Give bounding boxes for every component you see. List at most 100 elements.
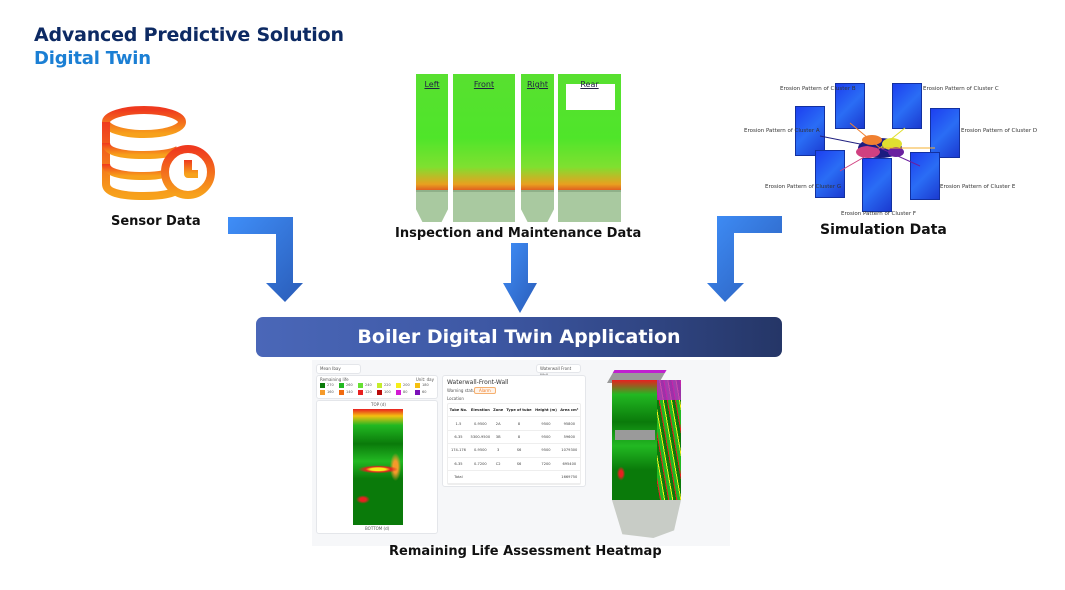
cluster-g-block [815,150,845,198]
table-cell: 9500 [533,416,559,431]
arrow-inspection [503,243,537,313]
column-header: Elevation [468,404,492,418]
simulation-data-caption: Simulation Data [820,222,947,238]
cluster-e-block [910,152,940,200]
legend-item: 220 [377,382,396,389]
legend-item: 80 [396,389,415,396]
table-cell: 8 [504,430,534,445]
table-cell: 9500 [533,443,559,458]
cluster-f-block [862,158,892,212]
legend-swatch [358,382,363,388]
table-cell: 0-9500 [468,416,492,431]
legend-swatch [320,389,325,395]
column-header: Area cm² [558,404,580,418]
column-header: Type of tube [504,404,534,418]
legend-swatch [339,382,344,388]
legend-swatch [415,389,420,395]
table-cell: 2A [491,416,505,431]
legend-item: 60 [415,389,434,396]
legend-item: 270 [320,382,339,389]
table-cell: 59600 [558,430,580,445]
table-cell: 6-35 [448,430,469,445]
legend-swatch [358,389,363,395]
legend-item: 240 [358,382,377,389]
sensor-data-caption: Sensor Data [111,214,201,229]
legend-swatch [339,389,344,395]
inspection-panel-rear: Rear [558,74,621,222]
legend-item: 140 [339,389,358,396]
app-screenshot: Mean Ibay Waterwall Front Wall Remaining… [312,360,730,546]
cluster-e-label: Erosion Pattern of Cluster E [940,184,1016,190]
table-cell: 0-7200 [468,457,492,471]
table-cell: 1669750 [558,470,580,485]
table-cell [468,470,492,485]
table-cell: 6-35 [448,457,469,471]
column-header: Zone [491,404,505,418]
arrow-simulation [707,216,782,302]
legend-item: 200 [396,382,415,389]
remaining-life-heatmap-2d [353,409,403,525]
column-header: Tube No. [448,404,469,418]
table-cell: S6 [504,457,534,471]
table-cell [491,470,505,485]
legend-swatch [415,382,420,388]
cluster-a-label: Erosion Pattern of Cluster A [744,128,820,134]
cluster-b-label: Erosion Pattern of Cluster B [780,86,856,92]
table-cell: 3B [491,430,505,445]
page-title: Advanced Predictive Solution [34,24,344,46]
inspection-panel-right: Right [521,74,554,222]
flow-arrows [228,216,782,313]
legend-item: 120 [358,389,377,396]
table-cell: S6 [504,443,534,458]
table-cell: 695400 [558,457,580,471]
legend-swatch [396,382,401,388]
application-banner: Boiler Digital Twin Application [256,317,782,357]
legend-swatch [396,389,401,395]
cluster-b-block [835,83,865,129]
cluster-d-block [930,108,960,158]
legend-swatch [320,382,325,388]
cluster-a-block [795,106,825,156]
table-cell: 9500 [533,430,559,445]
heatmap-card: TOP (d) BOTTOM (d) [316,400,438,534]
detail-card: Waterwall-Front-Wall Warning status Alar… [442,375,586,487]
legend-swatch [377,382,382,388]
left-select[interactable]: Mean Ibay [316,364,361,374]
table-cell [533,470,559,485]
cluster-d-label: Erosion Pattern of Cluster D [961,128,1038,134]
detail-title: Waterwall-Front-Wall [447,379,509,386]
cluster-f-label: Erosion Pattern of Cluster F [841,211,916,217]
legend-item: 100 [377,389,396,396]
wall-select[interactable]: Waterwall Front Wall [536,364,581,378]
simulation-figure: Erosion Pattern of Cluster B Erosion Pat… [740,78,1037,223]
table-cell: 8 [504,416,534,431]
table-cell: 3 [491,443,505,458]
table-cell: 0-9500 [468,443,492,458]
table-cell: 5300-9500 [468,430,492,445]
table-cell: 174-176 [448,443,469,458]
warning-badge: Alarm [474,387,496,394]
legend-item: 180 [415,382,434,389]
column-header: Height (m) [533,404,559,418]
cluster-g-label: Erosion Pattern of Cluster G [765,184,842,190]
cluster-scatter [819,122,935,172]
arrow-sensor [228,217,303,302]
page-subtitle: Digital Twin [34,48,151,69]
legend-item: 160 [320,389,339,396]
inspection-data-caption: Inspection and Maintenance Data [395,226,642,241]
table-cell: 7200 [533,457,559,471]
table-cell [504,470,534,485]
table-cell: C2 [491,457,505,471]
table-cell: 1-5 [448,416,469,431]
database-clock-icon [98,104,220,204]
legend-item: 260 [339,382,358,389]
inspection-panel-left: Left [416,74,448,222]
legend-swatch [377,389,382,395]
